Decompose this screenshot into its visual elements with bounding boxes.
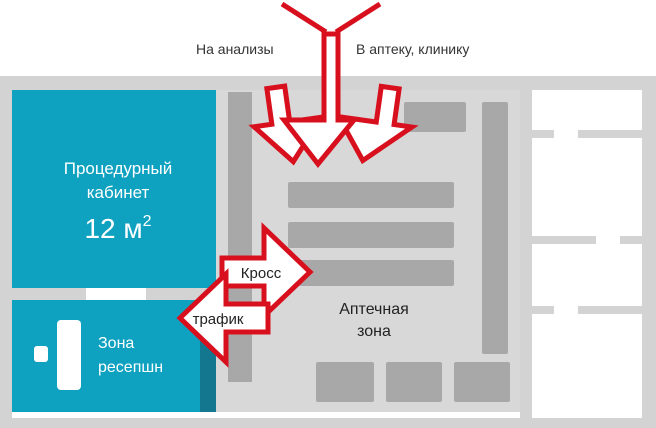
label-area-number: 12 м bbox=[84, 213, 142, 244]
shelf-row-3 bbox=[288, 260, 454, 286]
arrow-branch-right bbox=[334, 1, 382, 35]
procedure-room-door bbox=[86, 288, 146, 300]
label-cross: Кросс bbox=[241, 265, 282, 282]
label-to-pharmacy: В аптеку, клинику bbox=[356, 41, 469, 57]
label-to-tests: На анализы bbox=[196, 41, 274, 57]
label-area: 12 м2 bbox=[84, 213, 151, 244]
shelf-row-1 bbox=[288, 182, 454, 208]
label-pharmacy-1: Аптечная bbox=[339, 301, 409, 318]
label-area-exp: 2 bbox=[143, 213, 152, 230]
procedure-room bbox=[12, 90, 216, 288]
label-traffic: трафик bbox=[193, 311, 244, 328]
label-procedure-room-2: кабинет bbox=[87, 183, 150, 202]
arrow-trunk bbox=[278, 31, 360, 169]
label-pharmacy-2: зона bbox=[357, 323, 391, 340]
label-procedure-room-1: Процедурный bbox=[64, 159, 173, 178]
arrow-right-cross bbox=[219, 222, 314, 322]
right-room-wall-6 bbox=[578, 306, 642, 314]
label-reception-2: ресепшн bbox=[98, 359, 163, 376]
entry-arrows bbox=[248, 1, 419, 169]
right-partition bbox=[520, 90, 532, 418]
shelf-bottom-2 bbox=[386, 362, 442, 402]
shelf-right-vertical bbox=[482, 102, 508, 354]
right-room-wall-3 bbox=[532, 236, 596, 244]
right-room-wall-4 bbox=[620, 236, 642, 244]
pharmacy-left-shade bbox=[228, 92, 252, 382]
right-room-wall-1 bbox=[532, 130, 554, 138]
procedure-room-wall-left bbox=[12, 288, 86, 300]
arrow-to-pharmacy bbox=[334, 83, 419, 165]
label-reception-1: Зона bbox=[98, 335, 134, 352]
shelf-top bbox=[404, 102, 466, 132]
desk-icon bbox=[57, 320, 81, 390]
arrow-left-cross bbox=[176, 268, 271, 368]
arrow-branch-left bbox=[280, 1, 328, 35]
shelf-bottom-3 bbox=[454, 362, 510, 402]
right-room-wall-5 bbox=[532, 306, 554, 314]
shelf-row-2 bbox=[288, 222, 454, 248]
shelf-bottom-1 bbox=[316, 362, 374, 402]
chair-icon bbox=[34, 346, 48, 362]
right-room-wall-2 bbox=[578, 130, 642, 138]
cross-traffic-arrows bbox=[176, 222, 314, 368]
